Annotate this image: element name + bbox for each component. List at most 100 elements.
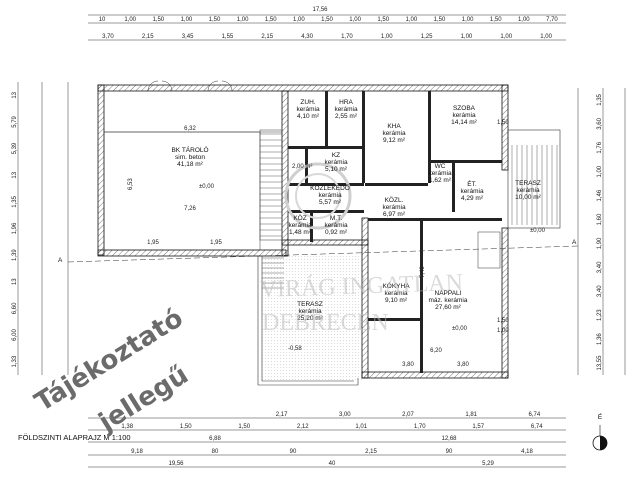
dim-left-0: 13 (12, 91, 18, 98)
room-area-5: 5,10 m² (325, 166, 348, 173)
interior-walls (288, 91, 502, 373)
right-terrace-stairs (511, 145, 558, 225)
room-name-15: TERASZ (297, 301, 323, 308)
dim-left-5: 1,96 (12, 222, 18, 234)
dim-right-4: 1,46 (597, 189, 603, 201)
dim-top-row2-15: 1,00 (518, 17, 530, 23)
dim-left-8: 6,60 (12, 302, 18, 314)
north-arrow-icon (592, 425, 608, 451)
room-name-3: KHA (387, 123, 401, 130)
dim-tarolo-width2: 7,26 (184, 206, 196, 212)
dim-top-row2-14: 1,50 (490, 17, 502, 23)
room-area-12: 0,92 m² (325, 229, 348, 236)
dim-top-row3-0: 3,70 (102, 34, 114, 40)
dim-window-150b: 1,50 (497, 318, 509, 324)
side-stairs (477, 231, 501, 269)
dim-right-6: 1,90 (597, 237, 603, 249)
stair-treads (260, 133, 282, 237)
dim-bottom-r3-3: 2,15 (365, 449, 377, 455)
dim-bottom-r1-3: 2,12 (297, 424, 309, 430)
room-name-5: KZ (332, 152, 340, 159)
dim-bottom-r1-1: 1,50 (180, 424, 192, 430)
dim-tarolo-height: 6,53 (128, 178, 134, 190)
dim-bottom-r3-2: 90 (290, 449, 297, 455)
dim-bottom-r1-6: 1,57 (472, 424, 484, 430)
storage-stairs (259, 129, 283, 241)
dim-top-row3-11: 1,00 (540, 34, 552, 40)
room-floor-13: kerámia (384, 290, 408, 297)
drawing-title: FÖLDSZINTI ALAPRAJZ M 1:100 (18, 433, 131, 442)
room-name-4: SZOBA (453, 105, 476, 112)
dim-right-2: 1,76 (597, 141, 603, 153)
dim-left-3: 13 (12, 171, 18, 178)
dim-bottom-r3-5: 4,18 (521, 449, 533, 455)
dim-window-150: 1,50 (497, 120, 509, 126)
room-area-1: 4,10 m² (297, 113, 320, 120)
dim-top-row2-16: 7,70 (546, 17, 558, 23)
room-name-6: KÖZLEKEDŐ (310, 183, 350, 192)
dim-bottom-r0-0: 2,17 (276, 412, 288, 418)
dim-right-3: 1,00 (597, 165, 603, 177)
dim-bottom-r4-1: 40 (329, 461, 336, 467)
dim-left-1: 5,79 (12, 115, 18, 127)
room-name-10: KÖZL. (385, 196, 404, 204)
room-floor-1: kerámia (296, 106, 320, 113)
section-mark-right: A (572, 239, 577, 246)
section-mark-left: A (58, 257, 63, 264)
room-area-10: 6,97 m² (383, 211, 406, 218)
dim-left-2: 5,39 (12, 142, 18, 154)
level-nappali: ±0,00 (452, 326, 468, 332)
dim-bottom-r1-4: 1,01 (355, 424, 367, 430)
top-doors (147, 80, 233, 92)
dim-window-b: 1,95 (210, 240, 222, 246)
dim-top-row2-1: 1,00 (124, 17, 136, 23)
dim-left-9: 6,00 (12, 329, 18, 341)
room-area-3: 9,12 m² (383, 137, 406, 144)
dim-top-row2-0: 10 (99, 17, 106, 23)
room-floor-8: kerámia (460, 188, 484, 195)
dim-top-row2-9: 1,00 (349, 17, 361, 23)
dim-top-row2-3: 1,00 (181, 17, 193, 23)
dim-bottom-r1-5: 1,70 (414, 424, 426, 430)
dim-top-row2-5: 1,00 (237, 17, 249, 23)
room-floor-3: kerámia (382, 130, 406, 137)
dim-top-row3-1: 2,15 (142, 34, 154, 40)
dim-bottom-w1: 3,80 (402, 362, 414, 368)
dim-top-row3-4: 2,15 (261, 34, 273, 40)
dim-bottom-r2-1: 12,68 (441, 436, 457, 442)
dim-bottom-r3-4: 90 (446, 449, 453, 455)
room-area-0: 41,18 m² (177, 161, 203, 168)
agency-logo-icon (284, 162, 352, 230)
dim-bottom-r0-2: 2,07 (402, 412, 414, 418)
dim-bottom-r1-2: 1,50 (238, 424, 250, 430)
room-name-9: TERASZ (515, 180, 541, 187)
room-name-13: KÓKYHA (382, 281, 410, 290)
dim-right-9: 1,23 (597, 309, 603, 321)
room-floor-7: kerámia (428, 170, 452, 177)
room-floor-11: kerámia (288, 222, 312, 229)
dim-bottom-w2: 3,80 (457, 362, 469, 368)
dim-right-col: 1,353,601,761,001,461,601,903,403,401,23… (597, 93, 603, 370)
dim-bottom-r4-2: 5,29 (482, 461, 494, 467)
dim-bottom-r3-1: 80 (212, 449, 219, 455)
room-area-14: 27,60 m² (435, 304, 461, 311)
dim-right-10: 1,36 (597, 333, 603, 345)
dim-top-total: 17,56 (312, 7, 328, 13)
dim-bottom-r0-3: 1,81 (465, 412, 477, 418)
dim-right-7: 3,40 (597, 261, 603, 273)
dim-bottom-r1-7: 6,74 (531, 424, 543, 430)
left-terrace-stairs (262, 257, 284, 289)
dim-bottom-r0-4: 6,74 (529, 412, 541, 418)
room-name-8: ÉT. (467, 179, 477, 188)
room-floor-9: kerámia (516, 187, 540, 194)
dim-top-row2-8: 1,50 (321, 17, 333, 23)
room-floor-5: kerámia (324, 159, 348, 166)
dim-left-6: 1,39 (12, 249, 18, 261)
dim-left-4: 1,35 (12, 195, 18, 207)
room-name-14: NAPPALI (435, 290, 462, 297)
dim-bottom-r3-0: 9,18 (131, 449, 143, 455)
